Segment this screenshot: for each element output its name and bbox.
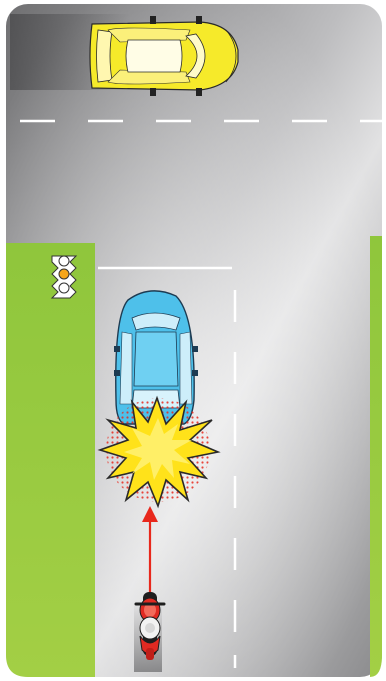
yellow-car	[90, 16, 238, 96]
grass-left	[6, 243, 95, 677]
green-light-icon	[59, 283, 69, 293]
red-light-icon	[59, 256, 69, 266]
amber-light-icon	[59, 269, 69, 279]
grass-right	[370, 236, 382, 677]
